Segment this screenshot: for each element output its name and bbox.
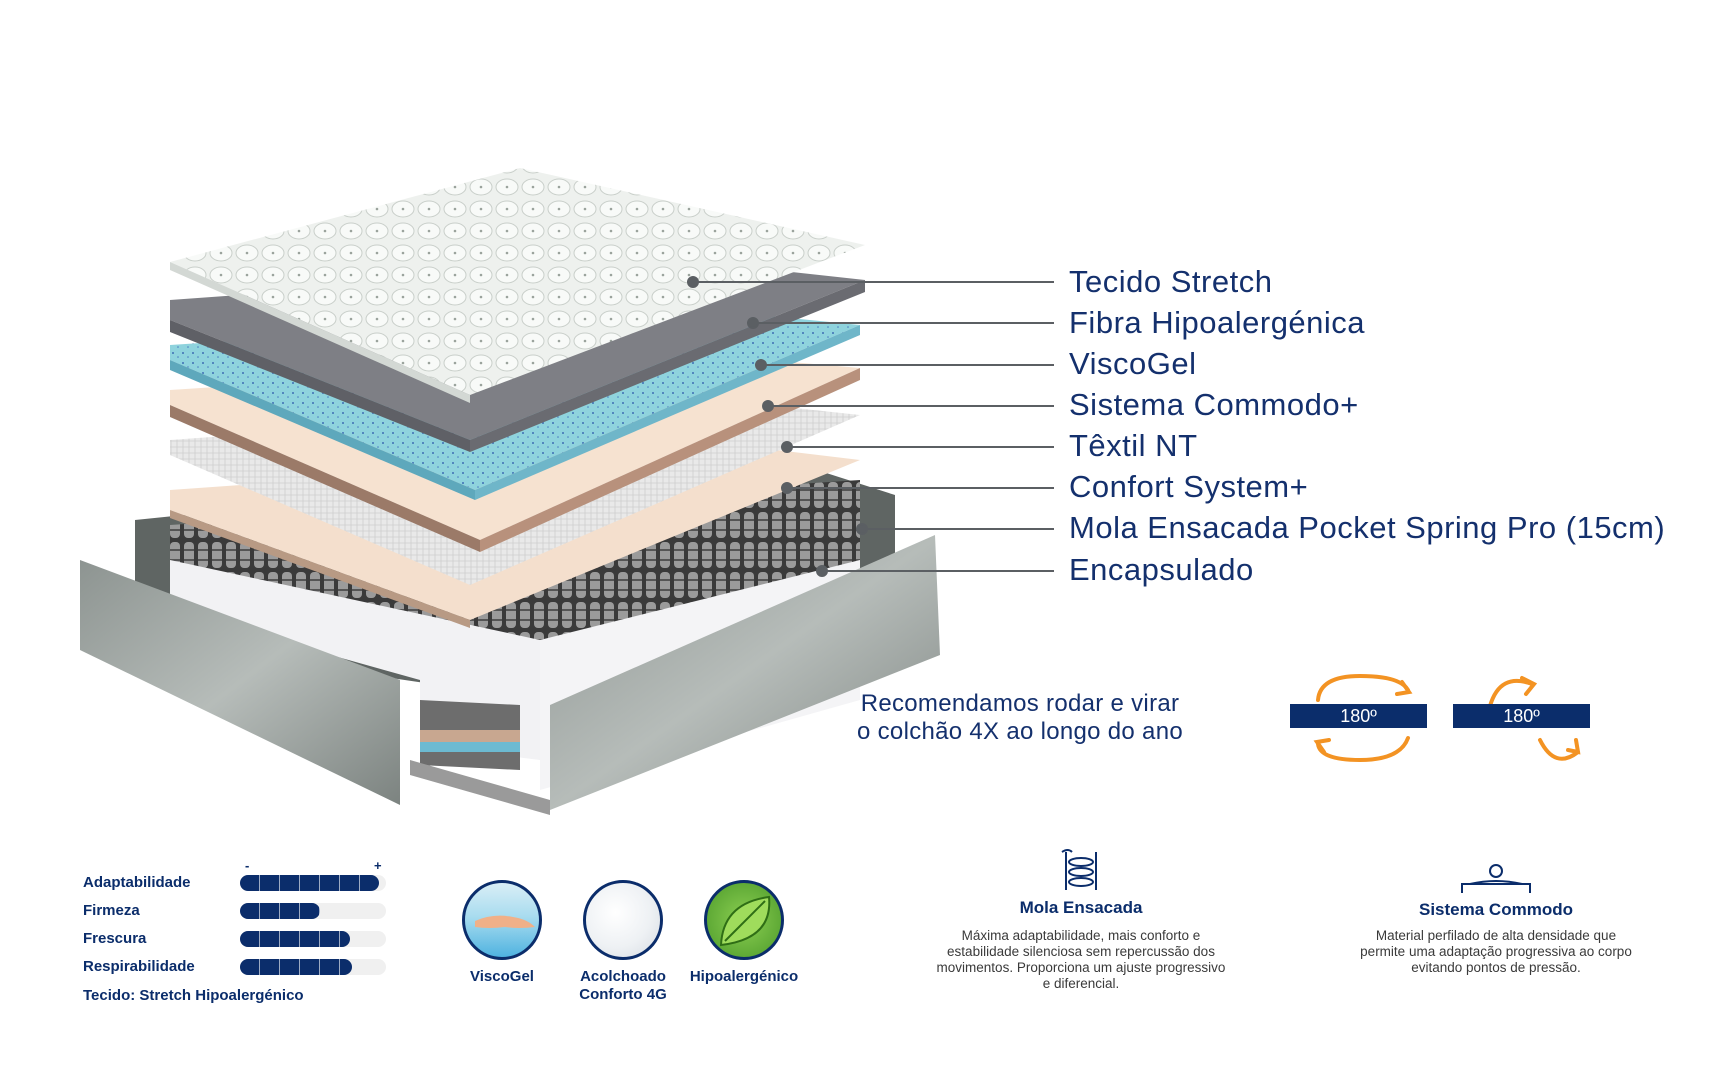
layer-label-viscogel: ViscoGel bbox=[1069, 346, 1197, 381]
feature-title-sistema-commodo: Sistema Commodo bbox=[1419, 900, 1573, 919]
rotate-arrows-icon bbox=[1313, 673, 1413, 763]
rating-label-respirabilidade: Respirabilidade bbox=[83, 958, 195, 975]
side-panel-left bbox=[80, 560, 400, 805]
fabric-info: Tecido: Stretch Hipoalergénico bbox=[83, 987, 304, 1004]
rating-fill bbox=[240, 875, 379, 891]
rotate-180-badge: 180º bbox=[1290, 704, 1427, 728]
rating-track-firmeza bbox=[240, 903, 386, 919]
rating-fill bbox=[240, 931, 350, 947]
leaf-icon bbox=[704, 880, 784, 960]
feature-title-mola-ensacada: Mola Ensacada bbox=[1019, 898, 1143, 917]
spring-icon bbox=[1061, 849, 1097, 890]
layer-label-confort-system: Confort System+ bbox=[1069, 469, 1309, 504]
rotation-recommendation: Recomendamos rodar e virar o colchão 4X … bbox=[857, 690, 1183, 745]
layer-label-commodo: Sistema Commodo+ bbox=[1069, 387, 1359, 422]
flip-180-badge: 180º bbox=[1453, 704, 1590, 728]
layer-label-tecido-stretch: Tecido Stretch bbox=[1069, 264, 1273, 299]
bottom-gel-layer bbox=[420, 742, 520, 752]
layer-label-fibra: Fibra Hipoalergénica bbox=[1069, 305, 1366, 340]
person-lying-icon bbox=[1461, 864, 1531, 893]
bottom-foam-layer bbox=[420, 730, 520, 742]
rating-label-frescura: Frescura bbox=[83, 930, 147, 947]
fiber-cotton-icon bbox=[583, 880, 663, 960]
rating-max-symbol: + bbox=[374, 858, 382, 873]
badge-label-hipoalergenico: Hipoalergénico bbox=[689, 968, 799, 985]
layer-label-textil-nt: Têxtil NT bbox=[1069, 428, 1198, 463]
rating-fill bbox=[240, 959, 353, 975]
rating-fill bbox=[240, 903, 321, 919]
rating-track-respirabilidade bbox=[240, 959, 386, 975]
rating-label-firmeza: Firmeza bbox=[83, 902, 140, 919]
viscogel-hand-icon bbox=[462, 880, 542, 960]
feature-desc-mola-ensacada: Máxima adaptabilidade, mais conforto e e… bbox=[936, 928, 1226, 991]
rating-label-adaptabilidade: Adaptabilidade bbox=[83, 874, 191, 891]
flip-arrows-icon bbox=[1488, 676, 1581, 761]
side-panel-front bbox=[550, 535, 940, 810]
rating-track-frescura bbox=[240, 931, 386, 947]
badge-label-acolchoado: Acolchoado Conforto 4G bbox=[579, 968, 667, 1003]
rating-min-symbol: - bbox=[245, 858, 250, 873]
tecido-stretch-layer bbox=[170, 168, 865, 395]
feature-desc-sistema-commodo: Material perfilado de alta densidade que… bbox=[1360, 928, 1632, 975]
badge-label-viscogel: ViscoGel bbox=[470, 968, 534, 985]
rating-track-adaptabilidade bbox=[240, 875, 386, 891]
base-edge bbox=[410, 760, 550, 815]
leader-lines bbox=[687, 276, 1054, 577]
layer-label-encapsulado: Encapsulado bbox=[1069, 552, 1254, 587]
layer-label-mola-ensacada: Mola Ensacada Pocket Spring Pro (15cm) bbox=[1069, 510, 1666, 545]
